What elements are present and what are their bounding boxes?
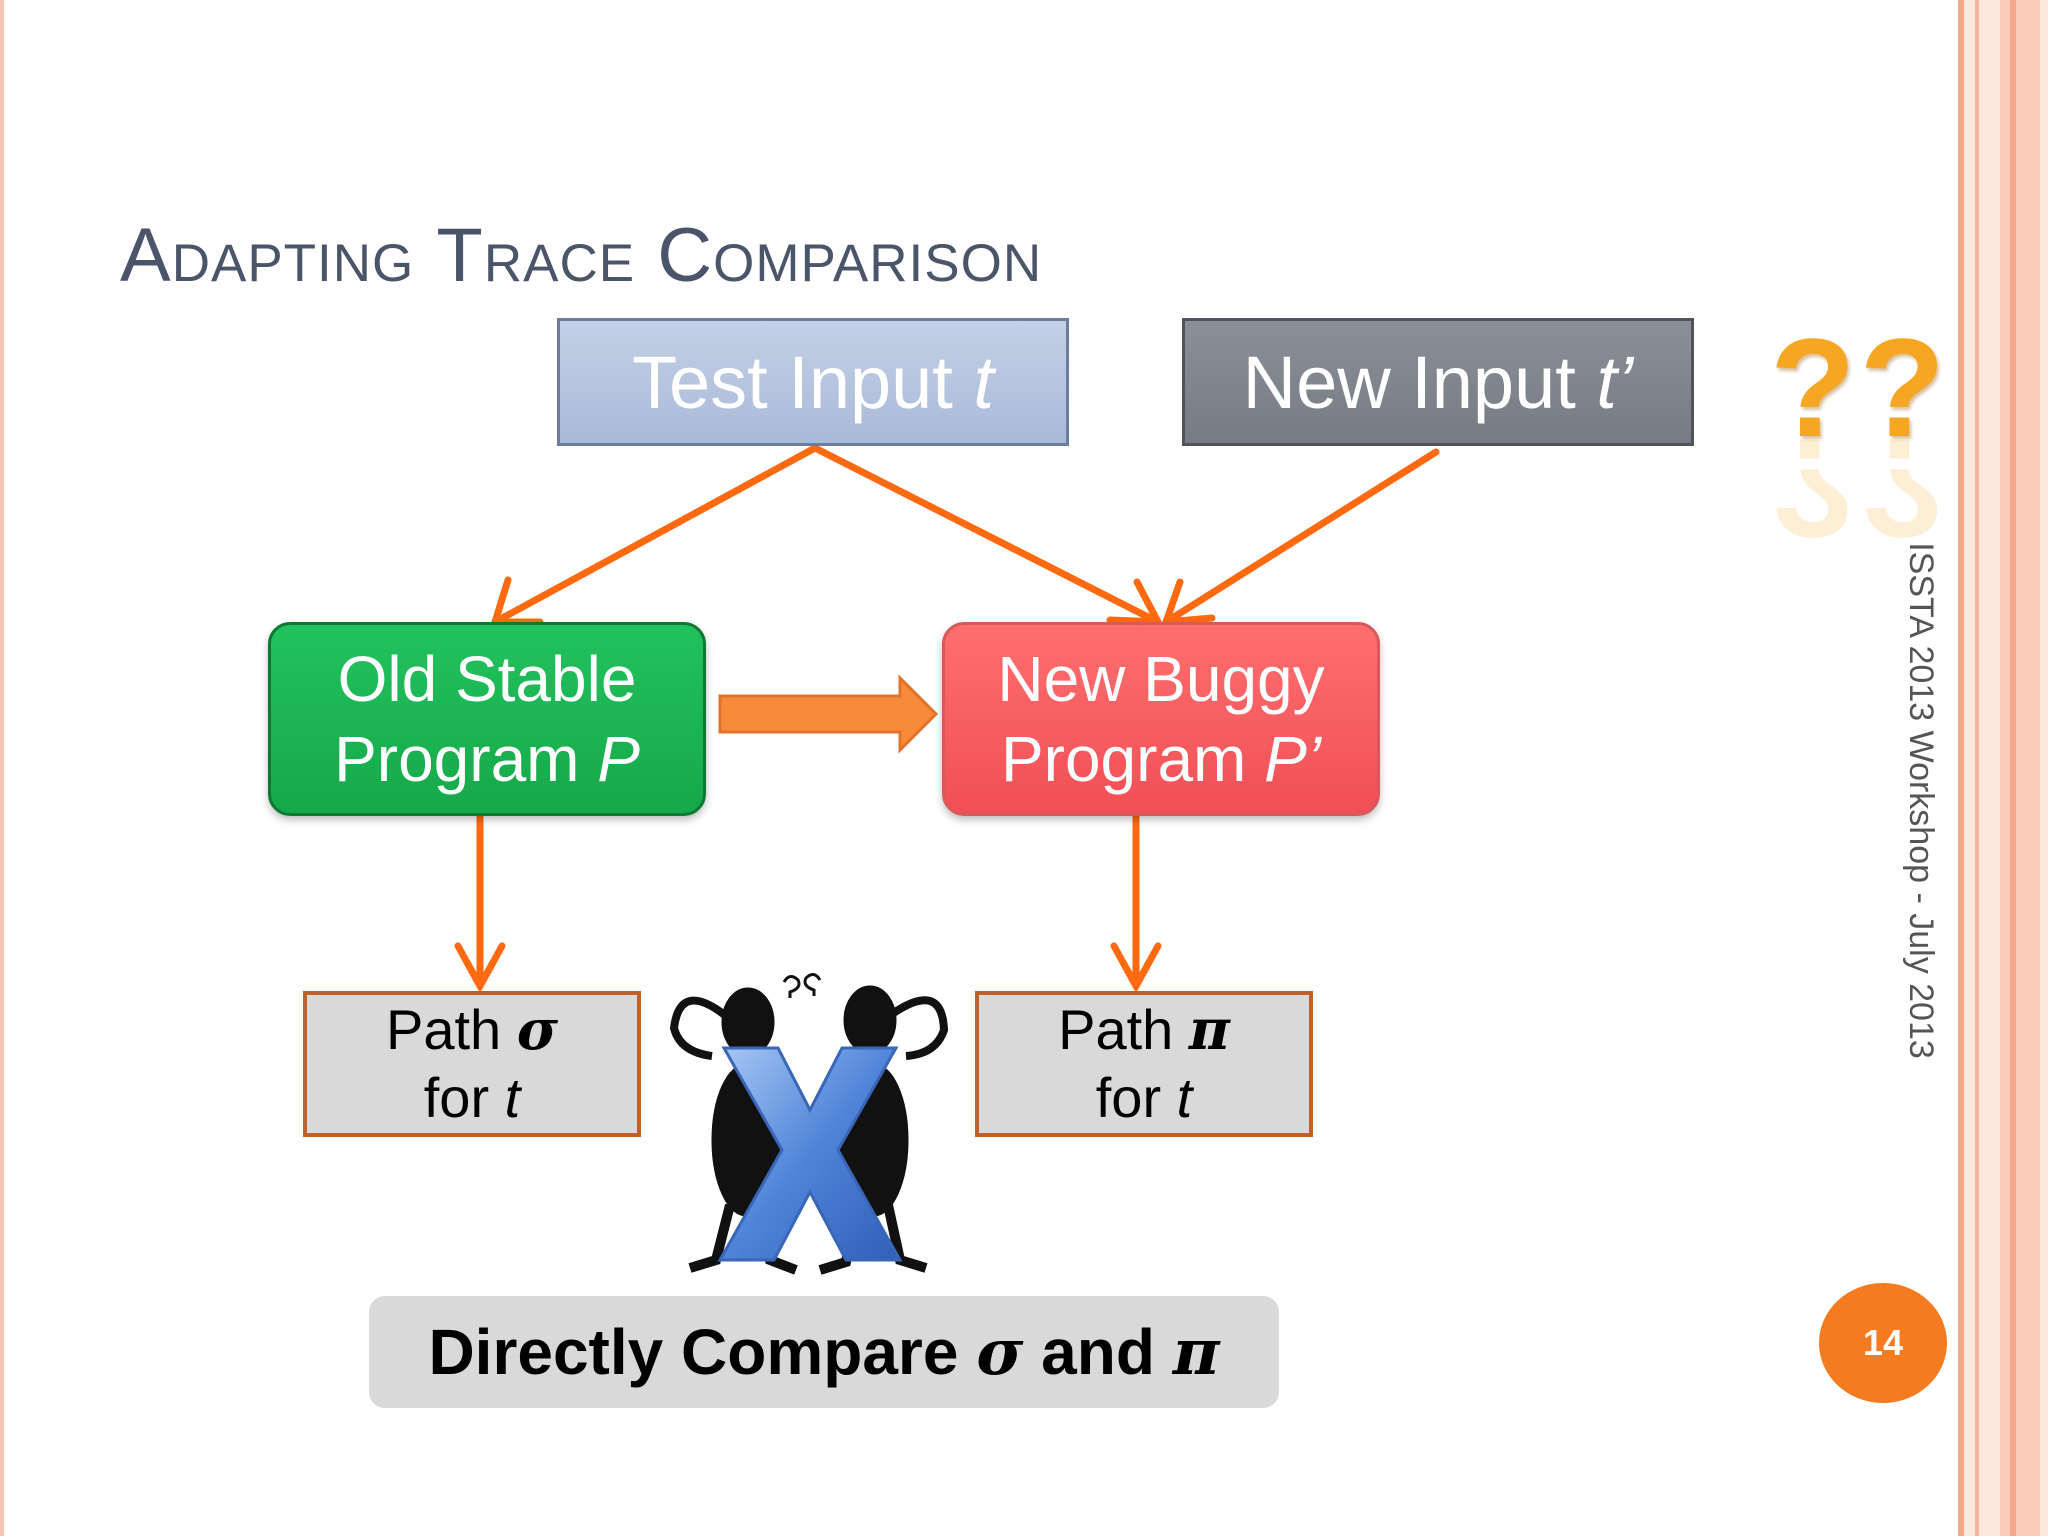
right-figure-arm <box>889 996 949 1060</box>
test-input-box: Test Input t <box>557 318 1069 446</box>
arrow-newinput-to-new <box>1162 448 1440 626</box>
arrowhead-sigma <box>454 942 506 994</box>
arrowhead-pi <box>1110 942 1162 994</box>
conference-side-label: ISSTA 2013 Workshop - July 2013 <box>1901 541 1940 1059</box>
page-number-badge: 14 <box>1819 1283 1947 1403</box>
directly-compare-banner: Directly Compare σ and π <box>369 1296 1279 1408</box>
right-border-line <box>1975 0 1979 1536</box>
question-marks-icon: ?? ?? <box>1770 318 1960 568</box>
slide-title: Adapting Trace Comparison <box>120 213 1043 298</box>
arrow-test-to-old <box>491 444 819 626</box>
right-border-band <box>2000 0 2040 1536</box>
question-marks-reflection: ?? <box>1770 410 1950 567</box>
arrow-test-to-new <box>811 444 1162 626</box>
puzzled-figures-illustration <box>669 973 949 1275</box>
cross-mark-icon <box>717 1046 903 1262</box>
left-border <box>0 0 4 1536</box>
new-input-box: New Input t’ <box>1182 318 1694 446</box>
left-figure-arm <box>669 996 729 1060</box>
arrow-old-to-new <box>718 674 939 754</box>
right-figure-head <box>843 985 897 1055</box>
right-border-line <box>2010 0 2016 1536</box>
puzzled-marks-icon <box>782 973 822 998</box>
right-border-line <box>1958 0 1964 1536</box>
left-figure-head <box>721 987 775 1057</box>
